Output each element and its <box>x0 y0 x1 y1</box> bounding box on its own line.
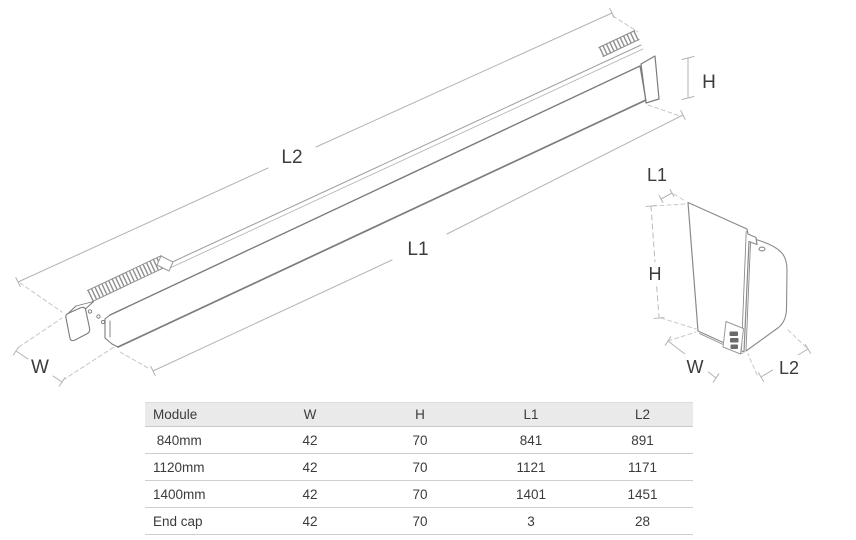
table-cell: 42 <box>250 426 370 454</box>
table-header-module: Module <box>145 402 250 427</box>
main-l2-dimension <box>15 8 615 287</box>
track-contacts-right <box>598 30 640 57</box>
endcap-w-label: W <box>687 357 704 377</box>
endcap-extension-lines <box>652 193 807 376</box>
track-contacts-left <box>86 255 174 302</box>
dimension-drawing-canvas: L2 L1 H W <box>12 8 811 387</box>
endcap-sticker <box>722 321 744 355</box>
table-header-w: W <box>250 402 370 427</box>
main-h-label: H <box>702 72 716 93</box>
table-cell-module: 840mm <box>145 426 250 454</box>
label-mask <box>681 354 708 375</box>
table-cell: 28 <box>592 507 693 535</box>
table-cell: 1171 <box>592 453 693 481</box>
profile-body <box>109 44 647 348</box>
table-cell: 42 <box>250 480 370 508</box>
extension-lines <box>18 15 681 381</box>
table-header-l2: L2 <box>592 402 693 427</box>
main-l2-label: L2 <box>281 147 302 168</box>
main-w-label: W <box>31 357 49 378</box>
endcap-l1-dimension <box>658 189 675 203</box>
table-cell-module: End cap <box>145 507 250 535</box>
label-mask <box>773 355 803 376</box>
table-header-h: H <box>370 402 470 427</box>
endcap-body <box>745 237 788 352</box>
dimensions-table: Module W H L1 L2 840mm 42 70 841 891 112… <box>145 402 693 535</box>
table-header-l1: L1 <box>470 402 592 427</box>
endcap-plate <box>687 201 758 354</box>
table-cell: 1451 <box>592 480 693 508</box>
main-h-dimension <box>681 56 695 100</box>
profile-end-face <box>639 55 660 104</box>
main-l1-dimension <box>150 110 686 376</box>
table-cell: 70 <box>370 426 470 454</box>
table-cell: 3 <box>470 507 592 535</box>
label-mask <box>643 262 666 283</box>
endcap-l2-label: L2 <box>779 358 799 378</box>
table-header-row: Module W H L1 L2 <box>145 402 693 427</box>
table-cell: 891 <box>592 426 693 454</box>
table-cell: 1121 <box>470 453 592 481</box>
endcap-l1-label: L1 <box>647 165 667 185</box>
main-w-dimension <box>12 346 66 387</box>
table-row: 840mm 42 70 841 891 <box>145 426 693 454</box>
table-cell-module: 1400mm <box>145 480 250 508</box>
track-connector <box>65 300 101 342</box>
end-cap-drawing: L1 H W L2 <box>643 165 811 383</box>
table-row: End cap 42 70 3 28 <box>145 507 693 535</box>
main-l1-label: L1 <box>407 239 428 260</box>
table-cell: 70 <box>370 480 470 508</box>
profile-left-end <box>100 314 119 348</box>
table-row: 1400mm 42 70 1401 1451 <box>145 480 693 508</box>
table-cell-module: 1120mm <box>145 453 250 481</box>
table-cell: 1401 <box>470 480 592 508</box>
endcap-h-label: H <box>649 264 662 284</box>
table-cell: 70 <box>370 507 470 535</box>
main-profile-drawing: L2 L1 H W <box>12 8 716 387</box>
table-cell: 70 <box>370 453 470 481</box>
table-cell: 42 <box>250 507 370 535</box>
table-cell: 42 <box>250 453 370 481</box>
table-cell: 841 <box>470 426 592 454</box>
table-row: 1120mm 42 70 1121 1171 <box>145 453 693 481</box>
